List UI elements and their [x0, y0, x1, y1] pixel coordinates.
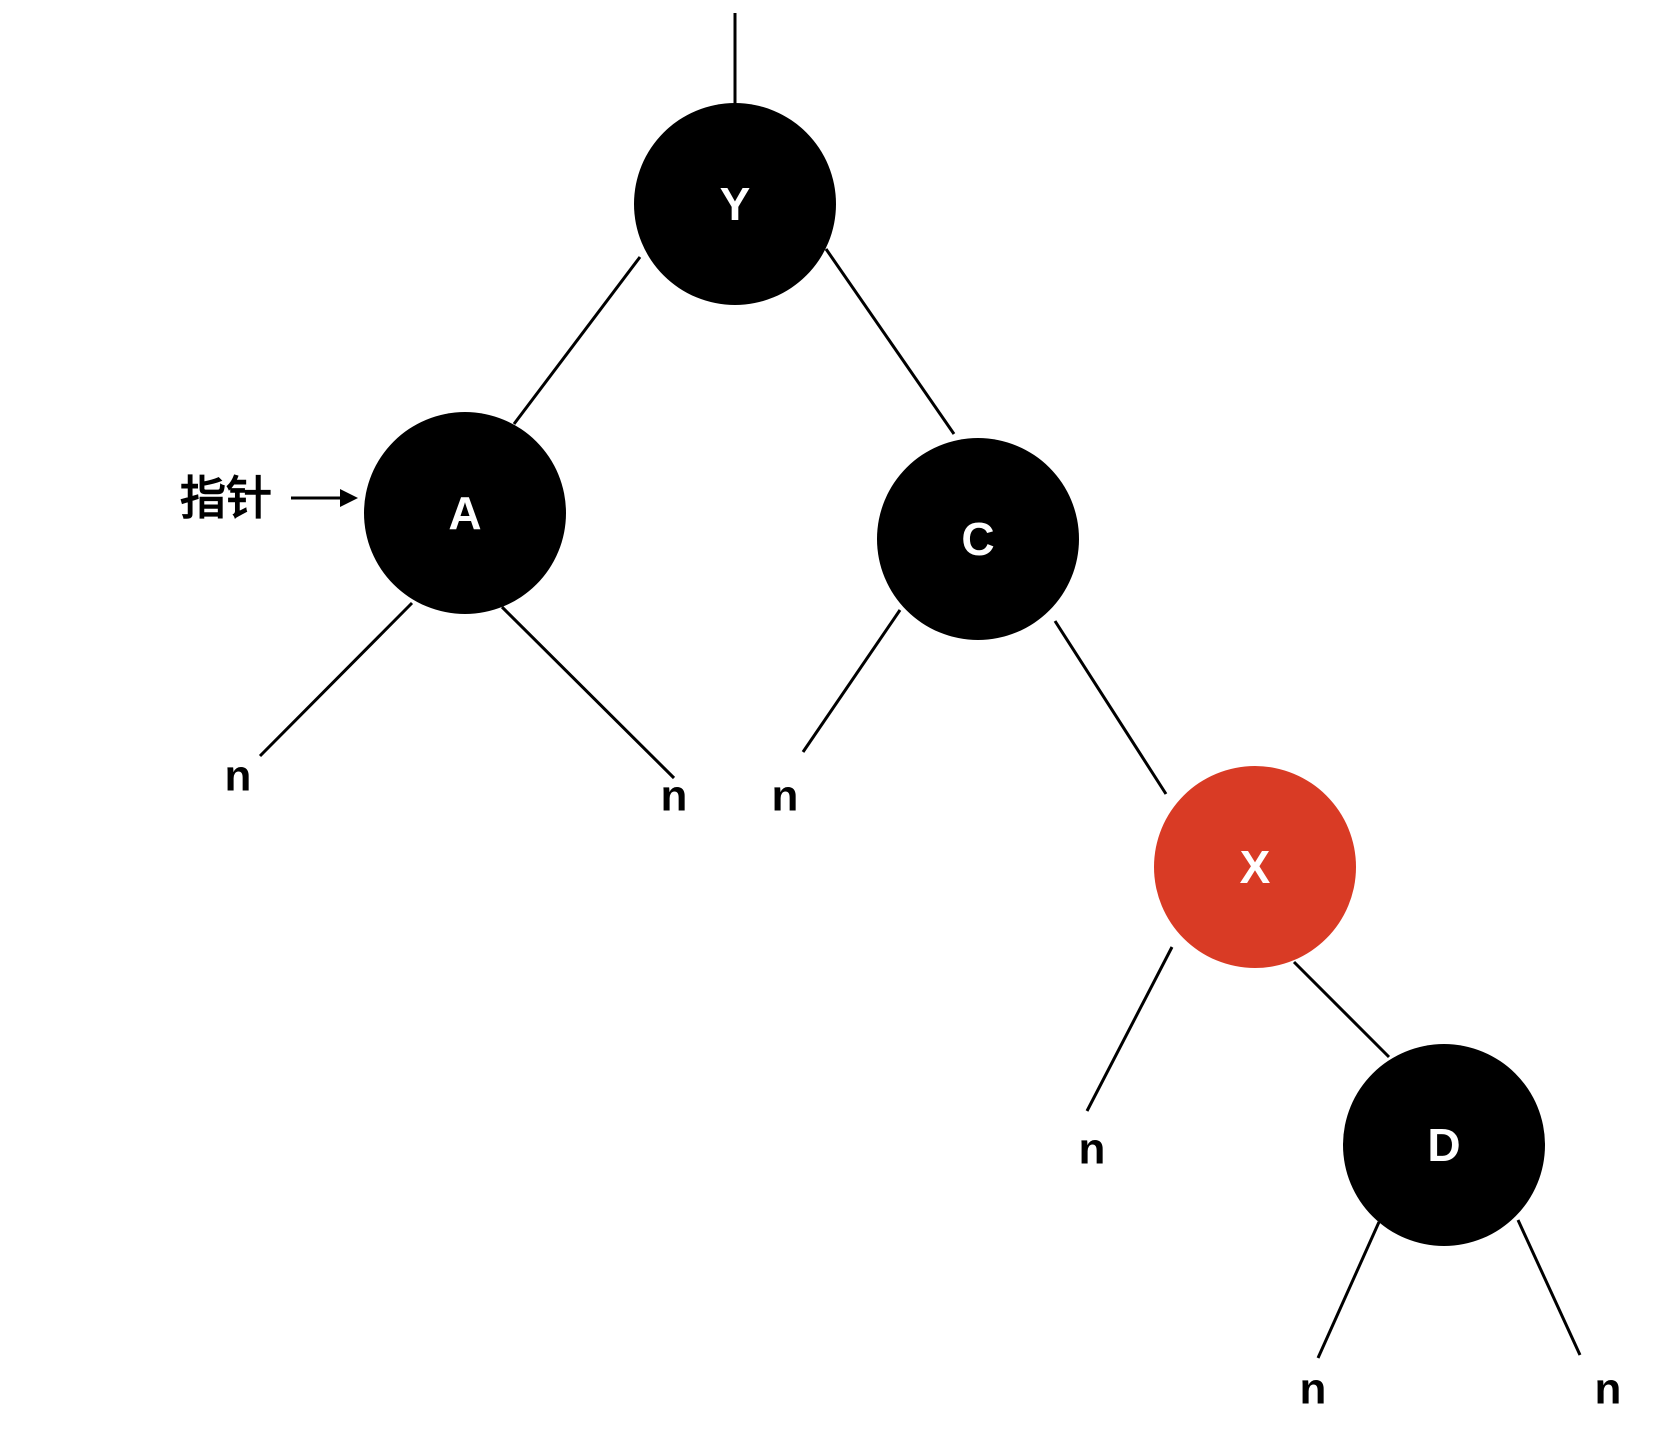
tree-node-a: A	[364, 412, 566, 614]
edge-c-x	[1053, 620, 1168, 795]
node-circle-a	[364, 412, 566, 614]
node-label-x: X	[1240, 841, 1271, 893]
edge-y-a	[512, 256, 642, 425]
arrow-head	[340, 489, 358, 507]
node-circle-x	[1154, 766, 1356, 968]
pointer-arrow	[291, 489, 358, 507]
node-circle-c	[877, 438, 1079, 640]
node-label-d: D	[1427, 1119, 1460, 1171]
leaf-d-left: n	[1300, 1365, 1327, 1414]
edge-d-right-leaf	[1516, 1219, 1582, 1356]
edge-a-right-leaf	[500, 605, 676, 780]
edge-d-left-leaf	[1316, 1221, 1381, 1359]
leaf-x-left: n	[1079, 1125, 1106, 1174]
nil-leaves: n n n n n n	[225, 752, 1622, 1414]
tree-node-c: C	[877, 438, 1079, 640]
edge-y-c	[824, 248, 956, 435]
edge-x-d	[1292, 960, 1391, 1059]
leaf-a-right: n	[661, 772, 688, 821]
node-label-a: A	[448, 487, 481, 539]
node-label-c: C	[961, 513, 994, 565]
node-circle-d	[1343, 1044, 1545, 1246]
node-circle-y	[634, 103, 836, 305]
edge-c-left-leaf	[801, 609, 902, 753]
leaf-c-left: n	[772, 772, 799, 821]
tree-edges	[258, 13, 1582, 1359]
edge-x-left-leaf	[1085, 946, 1174, 1112]
pointer-label: 指针	[180, 471, 272, 525]
tree-node-d: D	[1343, 1044, 1545, 1246]
node-label-y: Y	[720, 178, 751, 230]
leaf-a-left: n	[225, 752, 252, 801]
tree-node-y: Y	[634, 103, 836, 305]
tree-node-x: X	[1154, 766, 1356, 968]
leaf-d-right: n	[1595, 1365, 1622, 1414]
edge-a-left-leaf	[258, 601, 414, 758]
